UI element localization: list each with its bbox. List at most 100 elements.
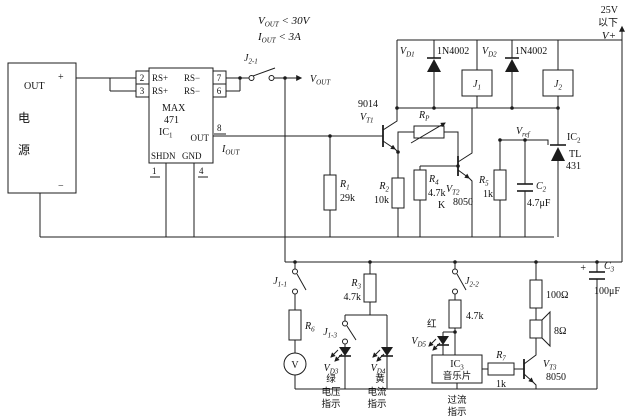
vd1-part: 1N4002 [437,46,469,57]
power-rails [40,25,625,390]
ic1-rs1: RS+ [152,73,168,83]
ic1-pin8: 8 [217,123,222,133]
ic1-out-label: OUT [191,133,210,143]
ic1-pin6: 6 [217,86,222,96]
ic1-pin7: 7 [217,73,222,83]
capacitor-c3: + C3 100μF [580,260,620,389]
led-vd5-red: 红 VD5 [411,318,457,355]
relay-contact-j2-1: J2-1 VOUT [244,53,331,262]
j1-label: J1 [473,79,481,92]
r1-ref: R1 [339,179,350,192]
c3-value: 100μF [594,286,620,297]
vout-label: VOUT [310,74,331,87]
j1-1-label: J1-1 [273,276,287,289]
ic1-pin2: 2 [140,73,145,83]
c2-value: 4.7μF [527,198,551,209]
vd2-part: 1N4002 [515,46,547,57]
ic1-ref: IC1 [159,127,173,140]
r-4k7-value: 4.7k [466,311,484,322]
vt2-ref: VT2 [446,184,460,197]
ic2-tl431: Vref IC2 TL 431 [498,126,581,237]
vd3-ref: VD3 [324,363,339,376]
transistor-vt2: VT2 8050 K [438,108,473,237]
r3-ref: R3 [350,278,361,291]
resistor-r3: R3 4.7k [344,260,387,316]
resistor-4k7-bottom: 4.7k [448,299,484,355]
r7-value: 1k [496,379,506,390]
r2-value: 10k [374,195,389,206]
ic1-max-label: MAX [162,103,186,114]
supply-out-label: OUT [24,81,45,92]
r1-value: 29k [340,193,355,204]
ic1-max471: 2 3 7 6 RS+ RS− RS+ RS− MAX 471 IC1 OUT … [135,67,383,237]
resistor-r6: R6 [288,309,315,353]
supply-plus: + [58,72,64,83]
ic1-pin1: 1 [152,166,157,176]
relay-coil-j2: J2 [472,40,574,145]
ic1-pin3: 3 [140,86,145,96]
ic3-ref: IC3 [450,359,464,372]
vd4-caption-1: 电流 [367,386,387,398]
ic1-part-number: 471 [164,115,179,126]
r3-value: 4.7k [344,292,362,303]
supply-name-2: 源 [18,143,30,157]
vref-label: Vref [516,126,531,139]
ic1-rs3: RS+ [152,86,168,96]
relay-contact-j1-1: J1-1 [273,260,307,310]
j2-label: J2 [554,79,562,92]
vd4-ref: VD4 [371,363,386,376]
r6-ref: R6 [304,321,315,334]
ic2-part-2: 431 [566,161,581,172]
vplus-voltage: 25V [601,5,619,16]
vt2-k-label: K [438,200,446,211]
vt1-ref: VT1 [360,112,374,125]
resistor-r4: R4 4.7k [413,164,460,237]
r2-ref: R2 [378,181,389,194]
r7-ref: R7 [495,350,506,363]
speaker: 8Ω [529,310,566,348]
vplus-terminal: 25V 以下 V+ [598,5,619,42]
resistor-r7: R7 1k [487,350,524,390]
vd5-color: 红 [427,318,437,330]
ic1-shdn-label: SHDN [151,151,176,161]
vt3-ref: VT3 [543,359,557,372]
relay-contact-j1-3: J1-3 [323,315,357,347]
c3-polarity: + [580,263,586,274]
vplus-below-label: 以下 [598,18,618,29]
led-vd3-green: VD3 绿 电压 指示 [321,347,351,410]
vt2-part: 8050 [453,197,473,208]
voltmeter-label: V [291,360,299,371]
vd2-ref: VD2 [482,46,497,59]
vd4-caption-2: 指示 [367,398,386,410]
ic2-ref: IC2 [567,132,581,145]
resistor-r1: R1 29k [323,134,355,237]
resistor-100ohm: 100Ω [529,260,568,320]
resistor-r2: R2 10k [374,177,405,237]
r5-ref: R5 [478,175,489,188]
j2-1-label: J2-1 [244,53,258,66]
r-100ohm-value: 100Ω [546,290,568,301]
iout-spec: IOUT < 3A [257,31,301,45]
transistor-vt1: 9014 VT1 [358,40,400,178]
vplus-label: V+ [602,30,616,42]
vt1-part: 9014 [358,99,378,110]
vd3-caption-1: 电压 [321,386,341,398]
r4-value: 4.7k [428,188,446,199]
supply-minus: − [58,181,64,192]
vd1-ref: VD1 [400,46,415,59]
r5-value: 1k [483,189,493,200]
ic2-part-1: TL [569,149,581,160]
c3-ref: C3 [604,261,615,274]
relay-coil-j1: J1 [395,40,493,110]
power-supply: + OUT 电 源 − [7,62,136,237]
c2-ref: C2 [536,181,547,194]
spec-notes: VOUT < 30V IOUT < 3A [257,15,311,45]
relay-contact-j2-2: J2-2 [452,260,479,300]
overcurrent-caption: 过流 指示 [447,394,467,416]
ic3-name: 音乐片 [443,370,472,382]
transistor-vt3: VT3 8050 [523,346,566,389]
iout-label: IOUT [221,144,240,157]
ic1-rs2: RS− [184,73,200,83]
vd3-caption-2: 指示 [321,398,340,410]
